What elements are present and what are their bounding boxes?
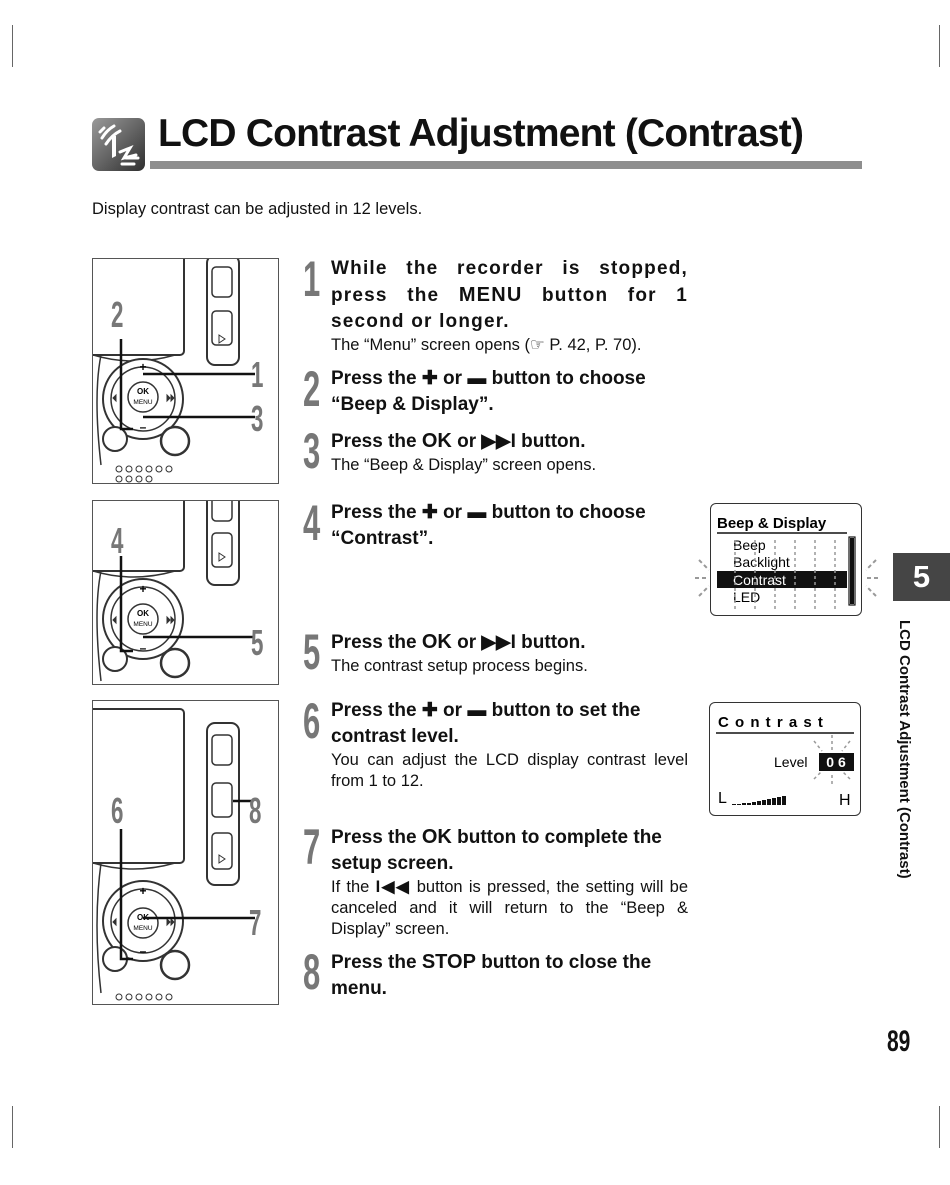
step-heading: Press the ✚ or ▬ button to choose “Beep … xyxy=(331,368,646,415)
step-heading: Press the STOP button to close the menu. xyxy=(331,951,652,999)
plus-key-label: + xyxy=(139,582,146,596)
menu-key: MENU xyxy=(458,284,523,306)
callout-number: 3 xyxy=(251,400,263,440)
callout-number: 6 xyxy=(111,792,123,832)
plus-icon: ✚ xyxy=(421,502,438,523)
recorder-illustration-3: OK MENU + – 6 8 7 xyxy=(92,700,279,1005)
ok-key: OK xyxy=(421,430,452,452)
step-number: 2 xyxy=(303,361,321,417)
callout-number: 2 xyxy=(111,296,123,336)
ok-key: OK xyxy=(421,826,452,848)
step-heading: Press the ✚ or ▬ button to set the contr… xyxy=(331,700,641,747)
step-4: 4 Press the ✚ or ▬ button to choose “Con… xyxy=(303,495,688,552)
callout-number: 5 xyxy=(251,624,263,664)
step-8: 8 Press the STOP button to close the men… xyxy=(303,944,688,1002)
callout-number: 7 xyxy=(249,904,261,944)
lcd-menu-screen: Beep & Display Beep Backlight Contrast L… xyxy=(710,503,862,616)
callout-number: 8 xyxy=(249,792,261,832)
step-description: The “Menu” screen opens (☞ P. 42, P. 70)… xyxy=(331,336,642,354)
callout-number: 4 xyxy=(111,522,124,562)
chapter-tab: 5 xyxy=(893,553,950,601)
step-number: 5 xyxy=(303,624,321,680)
step-description: The contrast setup process begins. xyxy=(331,657,588,675)
lcd-contrast-screen: C o n t r a s t Level 0 6 L H xyxy=(709,702,861,816)
minus-key-label: – xyxy=(140,641,147,655)
minus-icon: ▬ xyxy=(467,502,487,523)
plus-key-label: + xyxy=(139,360,146,374)
previous-icon: I◀◀ xyxy=(375,878,411,896)
step-3: 3 Press the OK or ▶▶I button. The “Beep … xyxy=(303,423,688,479)
step-2: 2 Press the ✚ or ▬ button to choose “Bee… xyxy=(303,361,688,418)
step-number: 7 xyxy=(303,819,321,875)
sound-settings-icon xyxy=(92,118,145,171)
minus-key-label: – xyxy=(140,420,147,434)
step-number: 8 xyxy=(303,944,321,1000)
title-underline xyxy=(150,161,862,169)
menu-key-label: MENU xyxy=(133,925,152,932)
ok-key-label: OK xyxy=(137,387,149,396)
stop-key: STOP xyxy=(421,951,476,973)
low-label: L xyxy=(718,790,727,807)
level-label: Level xyxy=(774,754,807,770)
plus-key-label: + xyxy=(139,884,146,898)
plus-icon: ✚ xyxy=(421,368,438,389)
intro-text: Display contrast can be adjusted in 12 l… xyxy=(92,200,423,218)
contrast-level-bar xyxy=(732,796,786,805)
crop-mark xyxy=(12,25,13,67)
step-number: 1 xyxy=(303,251,321,307)
high-label: H xyxy=(839,792,851,809)
lcd-menu-item-selected: Contrast xyxy=(733,572,786,588)
crop-mark xyxy=(939,25,940,67)
page-number: 89 xyxy=(887,1025,911,1058)
lcd-menu-item: LED xyxy=(733,589,760,605)
step-7: 7 Press the OK button to complete the se… xyxy=(303,819,688,940)
lcd-contrast-title: C o n t r a s t xyxy=(718,714,824,731)
step-heading: Press the OK or ▶▶I button. xyxy=(331,430,586,452)
step-heading: Press the OK or ▶▶I button. xyxy=(331,631,586,653)
callout-number: 1 xyxy=(251,356,263,396)
crop-mark xyxy=(12,1106,13,1148)
step-description: The “Beep & Display” screen opens. xyxy=(331,456,597,474)
level-value: 0 6 xyxy=(826,754,846,770)
step-heading: While the recorder is stopped, press the… xyxy=(331,258,688,332)
step-heading: Press the OK button to complete the setu… xyxy=(331,826,662,874)
menu-key-label: MENU xyxy=(133,399,152,406)
step-number: 4 xyxy=(303,495,321,551)
step-1: 1 While the recorder is stopped, press t… xyxy=(303,251,688,356)
step-5: 5 Press the OK or ▶▶I button. The contra… xyxy=(303,624,688,680)
minus-icon: ▬ xyxy=(467,700,487,721)
ok-key-label: OK xyxy=(137,609,149,618)
step-6: 6 Press the ✚ or ▬ button to set the con… xyxy=(303,693,688,792)
next-icon: ▶▶I xyxy=(481,431,516,452)
reference-icon: ☞ xyxy=(530,336,545,354)
recorder-illustration-1: OK MENU + – 2 1 3 xyxy=(92,258,279,484)
lcd-menu-item: Beep xyxy=(733,537,766,553)
step-number: 3 xyxy=(303,423,321,479)
step-number: 6 xyxy=(303,693,321,749)
step-description: If the I◀◀ button is pressed, the settin… xyxy=(331,878,688,938)
recorder-illustration-2: OK MENU + – 4 5 xyxy=(92,500,279,685)
side-section-title: LCD Contrast Adjustment (Contrast) xyxy=(896,620,913,879)
blink-indicator-icon xyxy=(695,558,880,603)
crop-mark xyxy=(939,1106,940,1148)
lcd-menu-title: Beep & Display xyxy=(717,515,827,532)
page-title: LCD Contrast Adjustment (Contrast) xyxy=(158,112,804,155)
plus-icon: ✚ xyxy=(421,700,438,721)
next-icon: ▶▶I xyxy=(481,632,516,653)
step-heading: Press the ✚ or ▬ button to choose “Contr… xyxy=(331,502,646,549)
menu-key-label: MENU xyxy=(133,621,152,628)
minus-icon: ▬ xyxy=(467,368,487,389)
ok-key: OK xyxy=(421,631,452,653)
step-description: You can adjust the LCD display contrast … xyxy=(331,751,688,790)
minus-key-label: – xyxy=(140,944,147,958)
